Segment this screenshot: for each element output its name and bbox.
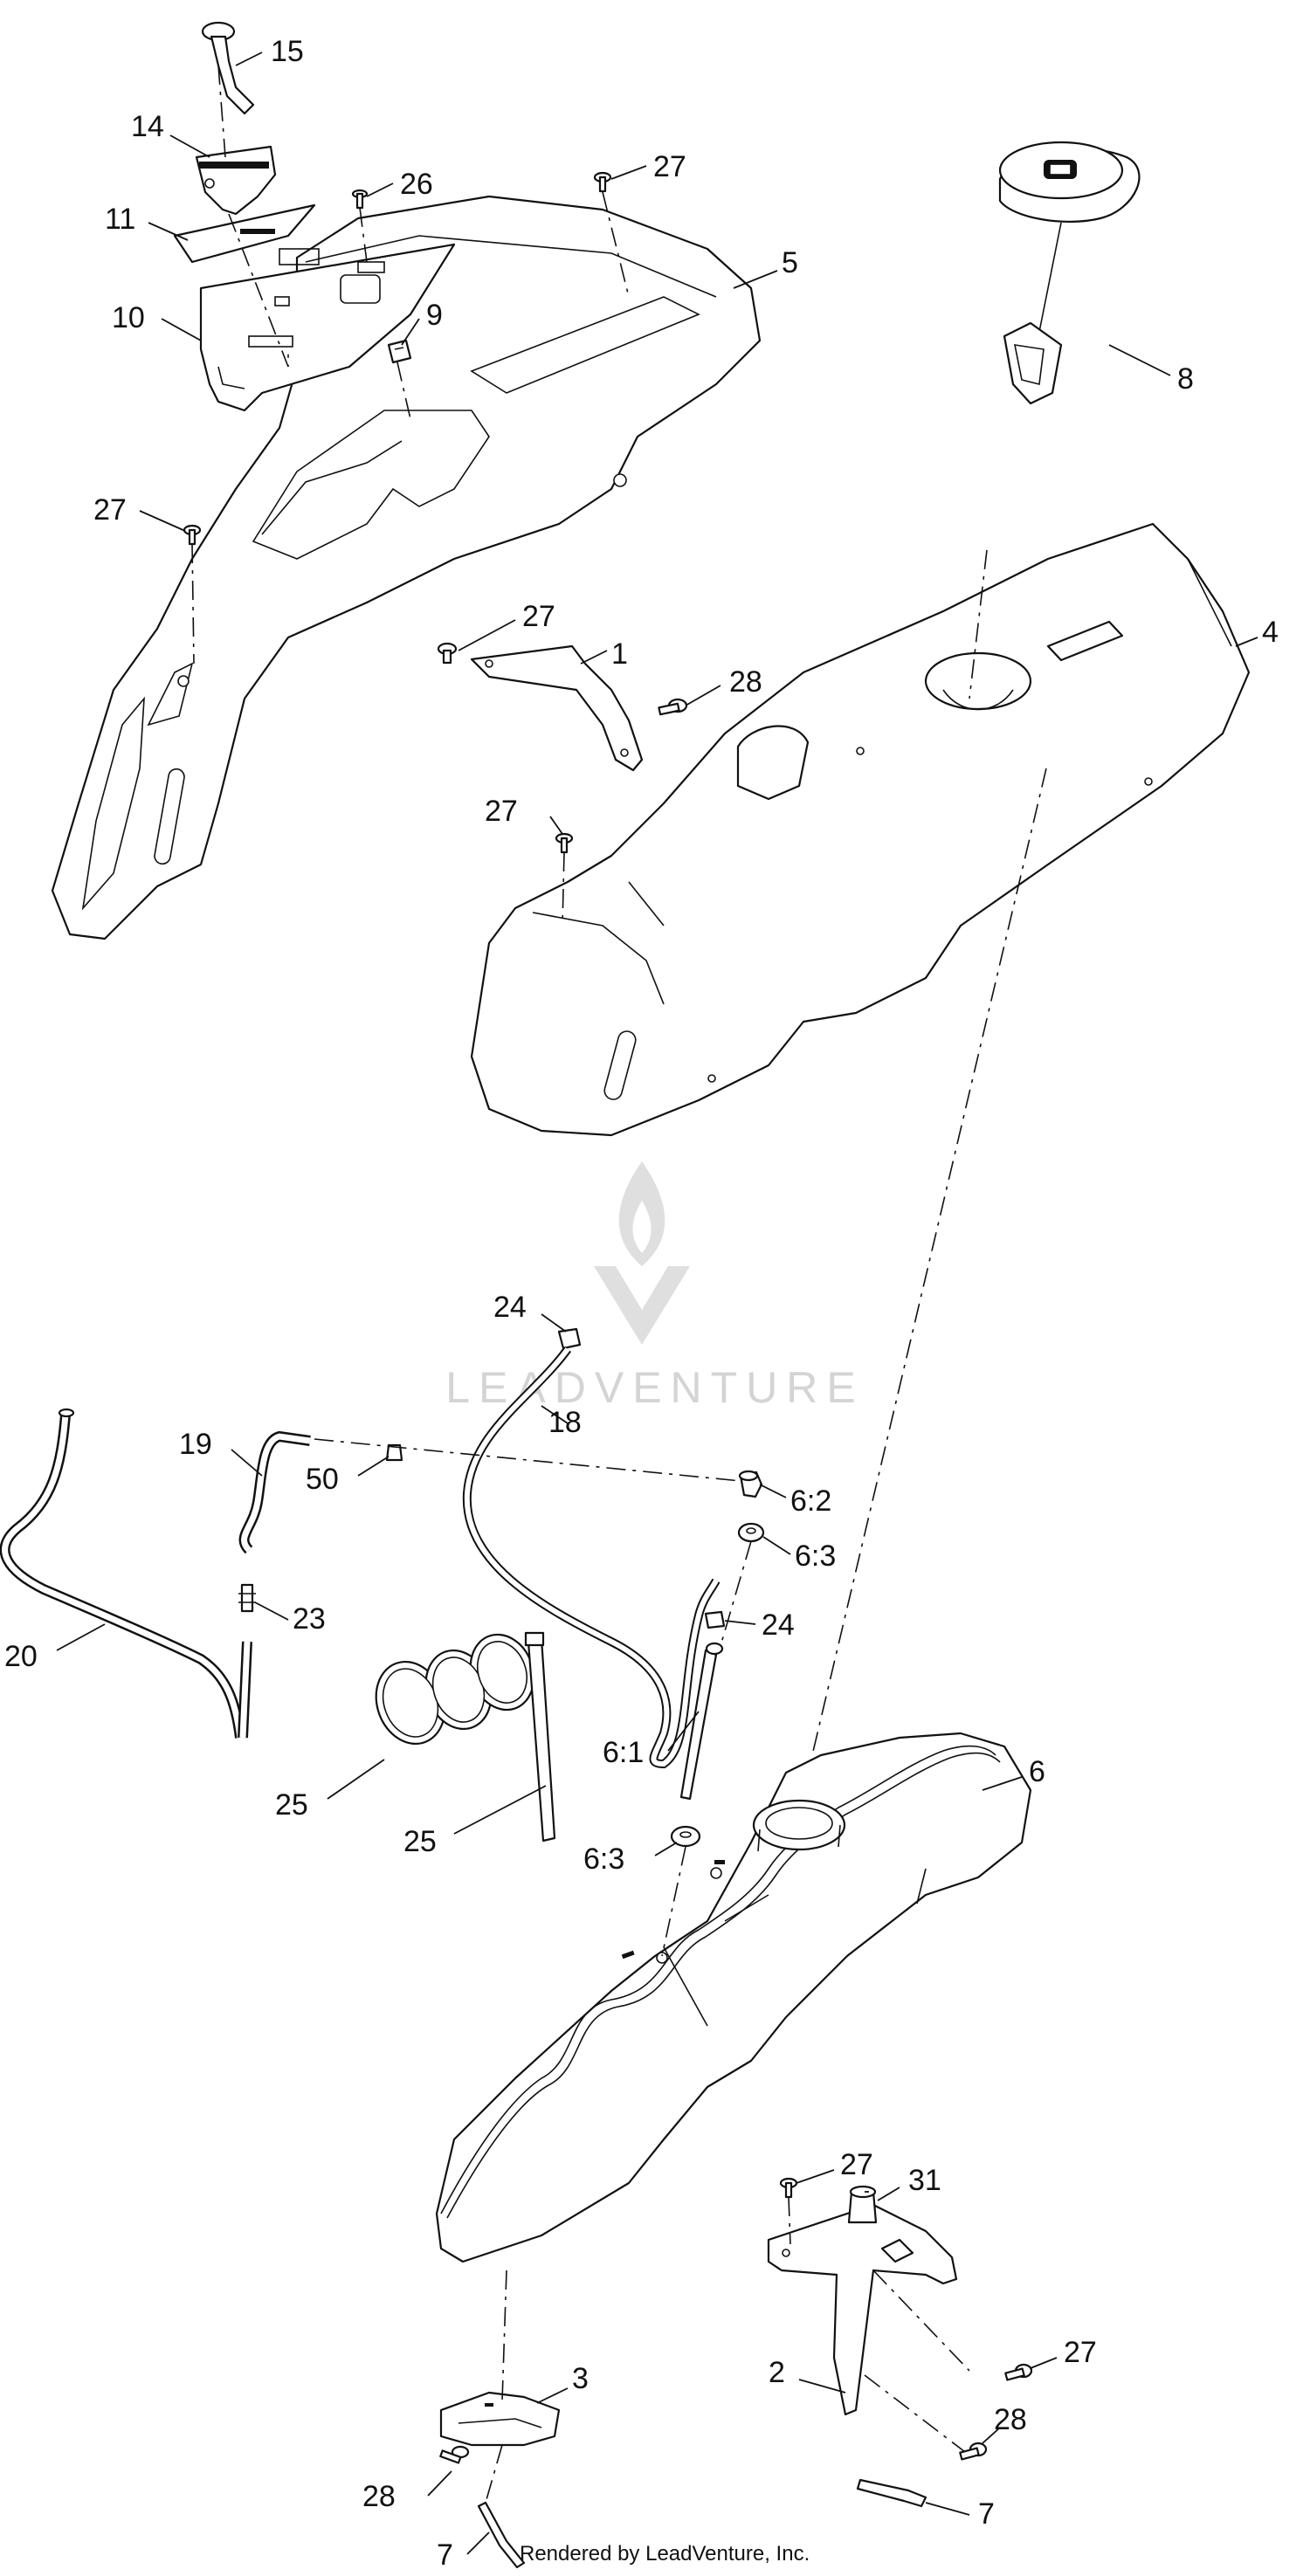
part-6-1-fuel-pickup [679, 1642, 724, 1801]
callout-24-upper: 24 [493, 1291, 527, 1324]
part-4-tank-cover [470, 522, 1251, 1137]
part-2-lower-bracket [767, 2203, 958, 2416]
watermark-logo-icon [594, 1161, 690, 1345]
part-7-clip-left [477, 2501, 526, 2569]
callout-6: 6 [1029, 1755, 1045, 1788]
callout-15: 15 [271, 35, 304, 68]
callout-27-bracket: 27 [522, 600, 555, 633]
callout-27: 27 [653, 150, 686, 183]
callout-25-tie: 25 [403, 1825, 437, 1858]
part-24-clamp-upper [557, 1327, 582, 1350]
part-9-clip [387, 339, 412, 364]
part-28-bolt-bracket [658, 698, 688, 716]
part-20-fuel-hose [0, 1408, 245, 1739]
callout-18: 18 [548, 1406, 582, 1439]
callout-7-right: 7 [978, 2497, 995, 2531]
callout-3: 3 [572, 2362, 589, 2395]
part-27-screw-right [1004, 2363, 1033, 2381]
callout-25-clamps: 25 [275, 1788, 308, 1822]
part-3-strap-bracket [439, 2391, 561, 2447]
credit-text: Rendered by LeadVenture, Inc. [520, 2542, 810, 2566]
part-25-cable-tie [524, 1631, 556, 1842]
callout-28-right: 28 [994, 2403, 1027, 2436]
callout-28: 28 [729, 665, 762, 699]
part-25-hose-clamps [375, 1633, 535, 1746]
part-18-vent-hose [462, 1347, 720, 1769]
part-27-screw-tank-cover [555, 832, 574, 854]
callout-27-lower: 27 [840, 2148, 873, 2181]
part-15-shift-lever [201, 21, 255, 115]
part-23-fitting [238, 1583, 256, 1613]
part-6-fuel-tank [435, 1732, 1032, 2263]
part-27-screw-left [183, 524, 202, 546]
callout-19: 19 [179, 1428, 212, 1461]
part-27-screw-lower-bracket [779, 2177, 798, 2199]
callout-28-left: 28 [362, 2480, 396, 2513]
part-14-shifter-boot [195, 145, 277, 216]
callout-26: 26 [400, 168, 433, 201]
part-7-clip-right [856, 2478, 927, 2508]
part-11-decal [173, 203, 316, 264]
part-6-3-grommet-upper [737, 1522, 765, 1543]
callout-1: 1 [611, 637, 628, 671]
part-5-console-cover [51, 195, 762, 940]
callout-27-left: 27 [93, 493, 127, 527]
callout-8: 8 [1177, 362, 1194, 396]
callout-23: 23 [293, 1602, 326, 1636]
part-27-screw-top [593, 171, 612, 193]
callout-31: 31 [908, 2164, 941, 2197]
part-27-screw-bracket [437, 642, 458, 665]
part-50-fitting [385, 1443, 403, 1462]
callout-labels: 15 14 26 27 11 5 10 9 8 27 27 1 4 28 27 … [4, 35, 1279, 2572]
part-1-bracket [470, 644, 644, 772]
callout-27-right: 27 [1064, 2336, 1097, 2369]
callout-20: 20 [4, 1640, 38, 1673]
callout-10: 10 [112, 301, 145, 334]
callout-4: 4 [1262, 616, 1279, 649]
callout-50: 50 [306, 1463, 339, 1496]
part-6-2-elbow-fitting [738, 1470, 763, 1498]
part-28-bolt-right [959, 2442, 988, 2461]
part-6-3-grommet-lower [670, 1825, 701, 1848]
callout-6-3-lower: 6:3 [583, 1842, 624, 1876]
assembly-lines [191, 65, 1047, 2504]
callout-27-tank: 27 [485, 795, 518, 828]
part-10-panel [199, 243, 456, 412]
leader-lines [56, 52, 1258, 2555]
callout-6-3-upper: 6:3 [795, 1539, 836, 1573]
watermark-text: LEADVENTURE [445, 1363, 865, 1412]
callout-5: 5 [782, 246, 798, 279]
callout-11: 11 [105, 203, 135, 236]
part-31-bumper [847, 2185, 878, 2224]
part-28-bolt-left [439, 2445, 470, 2464]
callout-14: 14 [131, 110, 164, 143]
callout-6-2: 6:2 [790, 1484, 831, 1518]
part-8-fuel-cap [998, 141, 1141, 405]
part-24-clamp-lower [704, 1610, 726, 1629]
part-26-screw [351, 189, 369, 210]
part-19-hose [238, 1430, 311, 1739]
callout-9: 9 [426, 299, 443, 332]
callout-24-lower: 24 [762, 1608, 795, 1642]
callout-2: 2 [769, 2356, 785, 2389]
callout-6-1: 6:1 [603, 1736, 644, 1769]
callout-7-left: 7 [437, 2538, 453, 2572]
